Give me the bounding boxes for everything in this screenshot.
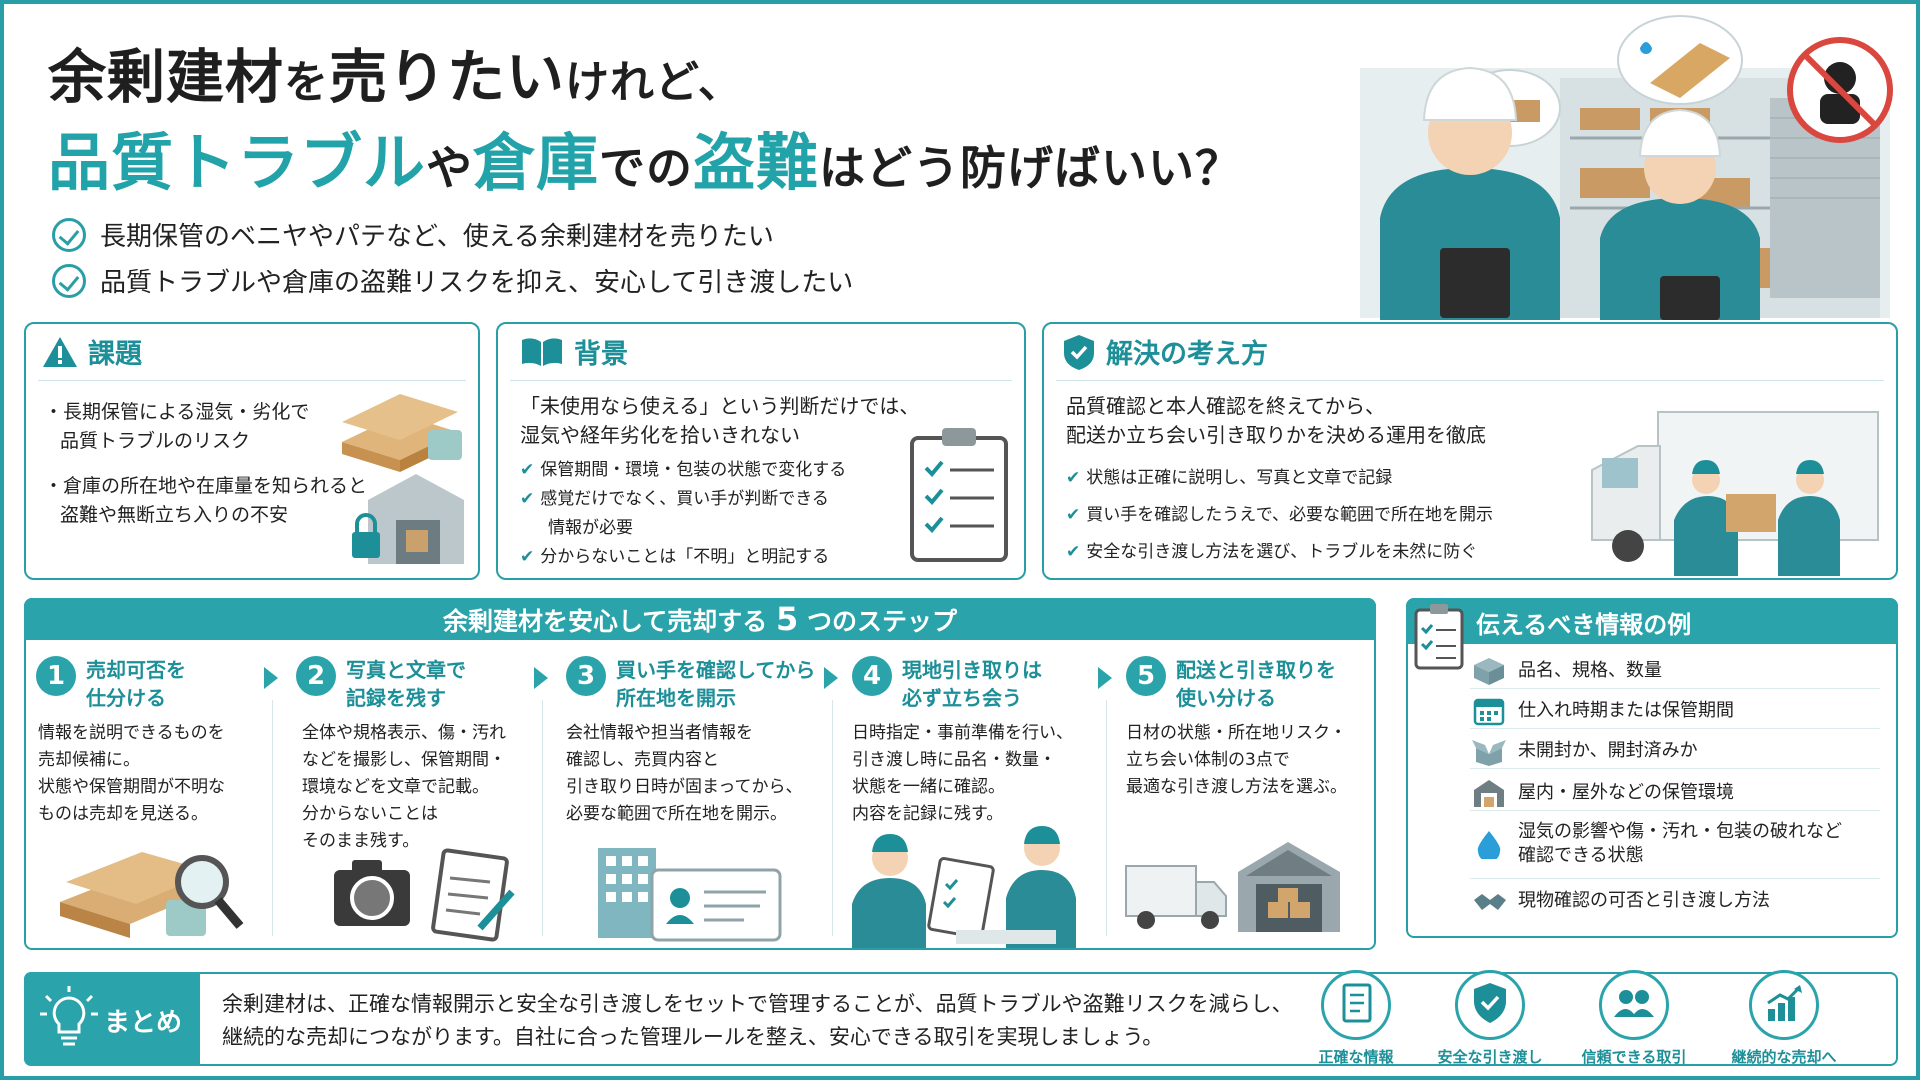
warehouse-icon: [1474, 780, 1504, 807]
lumber-magnifier-icon: [60, 852, 244, 938]
solution-lead: 品質確認と本人確認を終えてから、配送か立ち会い引き取りかを決める運用を徹底: [1066, 394, 1486, 447]
divider: [510, 380, 1012, 381]
solution-list: ✔状態は正確に説明し、写真と文章で記録 ✔買い手を確認したうえで、必要な範囲で所…: [1066, 468, 1494, 562]
step-title: 写真と文章で記録を残す: [346, 658, 466, 710]
step-number: 3: [566, 656, 606, 696]
divider: [38, 380, 466, 381]
workers-warehouse-illustration: [1360, 15, 1893, 320]
page-title-line1: 余剰建材を売りたいけれど、: [48, 43, 743, 111]
step-text: 日時指定・事前準備を行い、引き渡し時に品名・数量・状態を一緒に確認。内容を記録に…: [852, 723, 1073, 824]
issue-text: ・長期保管による湿気・劣化で品質トラブルのリスク ・倉庫の所在地や在庫量を知られ…: [44, 401, 368, 526]
shield-check-icon: [1064, 334, 1094, 370]
step-title: 買い手を確認してから所在地を開示: [616, 658, 816, 710]
step-arrow: [824, 667, 838, 689]
water-drop-icon: [1477, 831, 1501, 859]
clipboard-checklist-icon: [910, 428, 1008, 562]
info-item: 未開封か、開封済みか: [1472, 736, 1698, 766]
open-book-icon: [522, 337, 562, 366]
info-item: 湿気の影響や傷・汚れ・包装の破れなど確認できる状態: [1472, 820, 1842, 868]
divider: [1470, 688, 1880, 689]
warning-icon: [43, 336, 77, 367]
header-bullet: 長期保管のベニヤやパテなど、使える余剰建材を売りたい: [52, 216, 774, 253]
badge-trusted-deal: 信頼できる取引: [1574, 970, 1694, 1067]
divider: [542, 700, 543, 936]
summary-label-bg: [24, 972, 200, 1066]
info-header: [1406, 598, 1898, 644]
solution-panel-header: 解決の考え方: [1062, 332, 1268, 371]
divider: [272, 700, 273, 936]
steps-header: 余剰建材を安心して売却する 5 つのステップ: [24, 598, 1376, 640]
document-icon: [1342, 983, 1372, 1023]
step-title: 現地引き取りは必ず立ち会う: [902, 658, 1042, 710]
people-icon: [1614, 990, 1654, 1017]
shield-check-icon: [1474, 983, 1506, 1023]
background-lead: 「未使用なら使える」という判断だけでは、湿気や経年劣化を拾いきれない: [520, 394, 920, 447]
step-arrow: [1098, 667, 1112, 689]
divider: [1106, 700, 1107, 936]
info-title: 伝えるべき情報の例: [1476, 611, 1692, 639]
building-and-id-card-icon: [598, 848, 782, 942]
step-number: 1: [36, 656, 76, 696]
step-text: 日材の状態・所在地リスク・立ち会い体制の3点で最適な引き渡し方法を選ぶ。: [1126, 723, 1347, 797]
info-item: 屋内・屋外などの保管環境: [1472, 778, 1734, 808]
divider: [1470, 768, 1880, 769]
check-circle-icon: [52, 263, 86, 298]
truck-delivery-illustration: [1591, 411, 1879, 576]
lightbulb-icon: [40, 986, 98, 1046]
step-arrow: [264, 667, 278, 689]
background-list: ✔保管期間・環境・包装の状態で変化する ✔感覚だけでなく、買い手が判断できる 情…: [520, 460, 847, 567]
header-bullet: 品質トラブルや倉庫の盗難リスクを抑え、安心して引き渡したい: [52, 262, 853, 299]
growth-chart-icon: [1767, 985, 1802, 1021]
step-number: 4: [852, 656, 892, 696]
badge-continuous-sales: 継続的な売却へ: [1724, 970, 1844, 1067]
step-text: 情報を説明できるものを売却候補に。状態や保管期間が不明なものは売却を見送る。: [38, 723, 225, 824]
step-number: 5: [1126, 656, 1166, 696]
info-item: 現物確認の可否と引き渡し方法: [1472, 886, 1770, 916]
calendar-icon: [1473, 698, 1505, 726]
handshake-icon: [1474, 894, 1506, 910]
step-title: 売却可否を仕分ける: [86, 658, 186, 710]
divider: [1470, 728, 1880, 729]
divider: [1470, 810, 1880, 811]
divider: [1056, 380, 1884, 381]
page-title-line2: 品質トラブルや倉庫での盗難はどう防げばいい？: [48, 126, 1243, 199]
box-icon: [1474, 658, 1504, 685]
badge-accurate-info: 正確な情報: [1296, 970, 1416, 1067]
check-circle-icon: [52, 217, 86, 252]
checklist-icon: [1414, 604, 1464, 670]
step-number: 2: [296, 656, 336, 696]
step-title: 配送と引き取りを使い分ける: [1176, 658, 1336, 710]
open-box-icon: [1472, 740, 1506, 766]
lumber-and-locked-warehouse-icon: [342, 394, 464, 564]
divider: [832, 700, 833, 936]
step-text: 全体や規格表示、傷・汚れなどを撮影し、保管期間・環境などを文章で記載。分からない…: [302, 723, 506, 851]
step-text: 会社情報や担当者情報を確認し、売買内容と引き取り日時が固まってから、必要な範囲で…: [566, 723, 803, 824]
background-panel-header: 背景: [520, 332, 628, 371]
issue-panel-header: 課題: [42, 332, 142, 371]
truck-and-warehouse-icon: [1125, 842, 1340, 932]
summary-text: 余剰建材は、正確な情報開示と安全な引き渡しをセットで管理することが、品質トラブル…: [222, 992, 1293, 1049]
divider: [1470, 878, 1880, 879]
info-item: 品名、規格、数量: [1472, 656, 1662, 686]
info-item: 仕入れ時期または保管期間: [1472, 696, 1734, 726]
step-arrow: [534, 667, 548, 689]
onsite-inspection-illustration: [852, 826, 1076, 948]
badge-safe-handover: 安全な引き渡し: [1430, 970, 1550, 1067]
summary-title: まとめ: [104, 1008, 183, 1038]
camera-and-document-icon: [334, 848, 515, 942]
